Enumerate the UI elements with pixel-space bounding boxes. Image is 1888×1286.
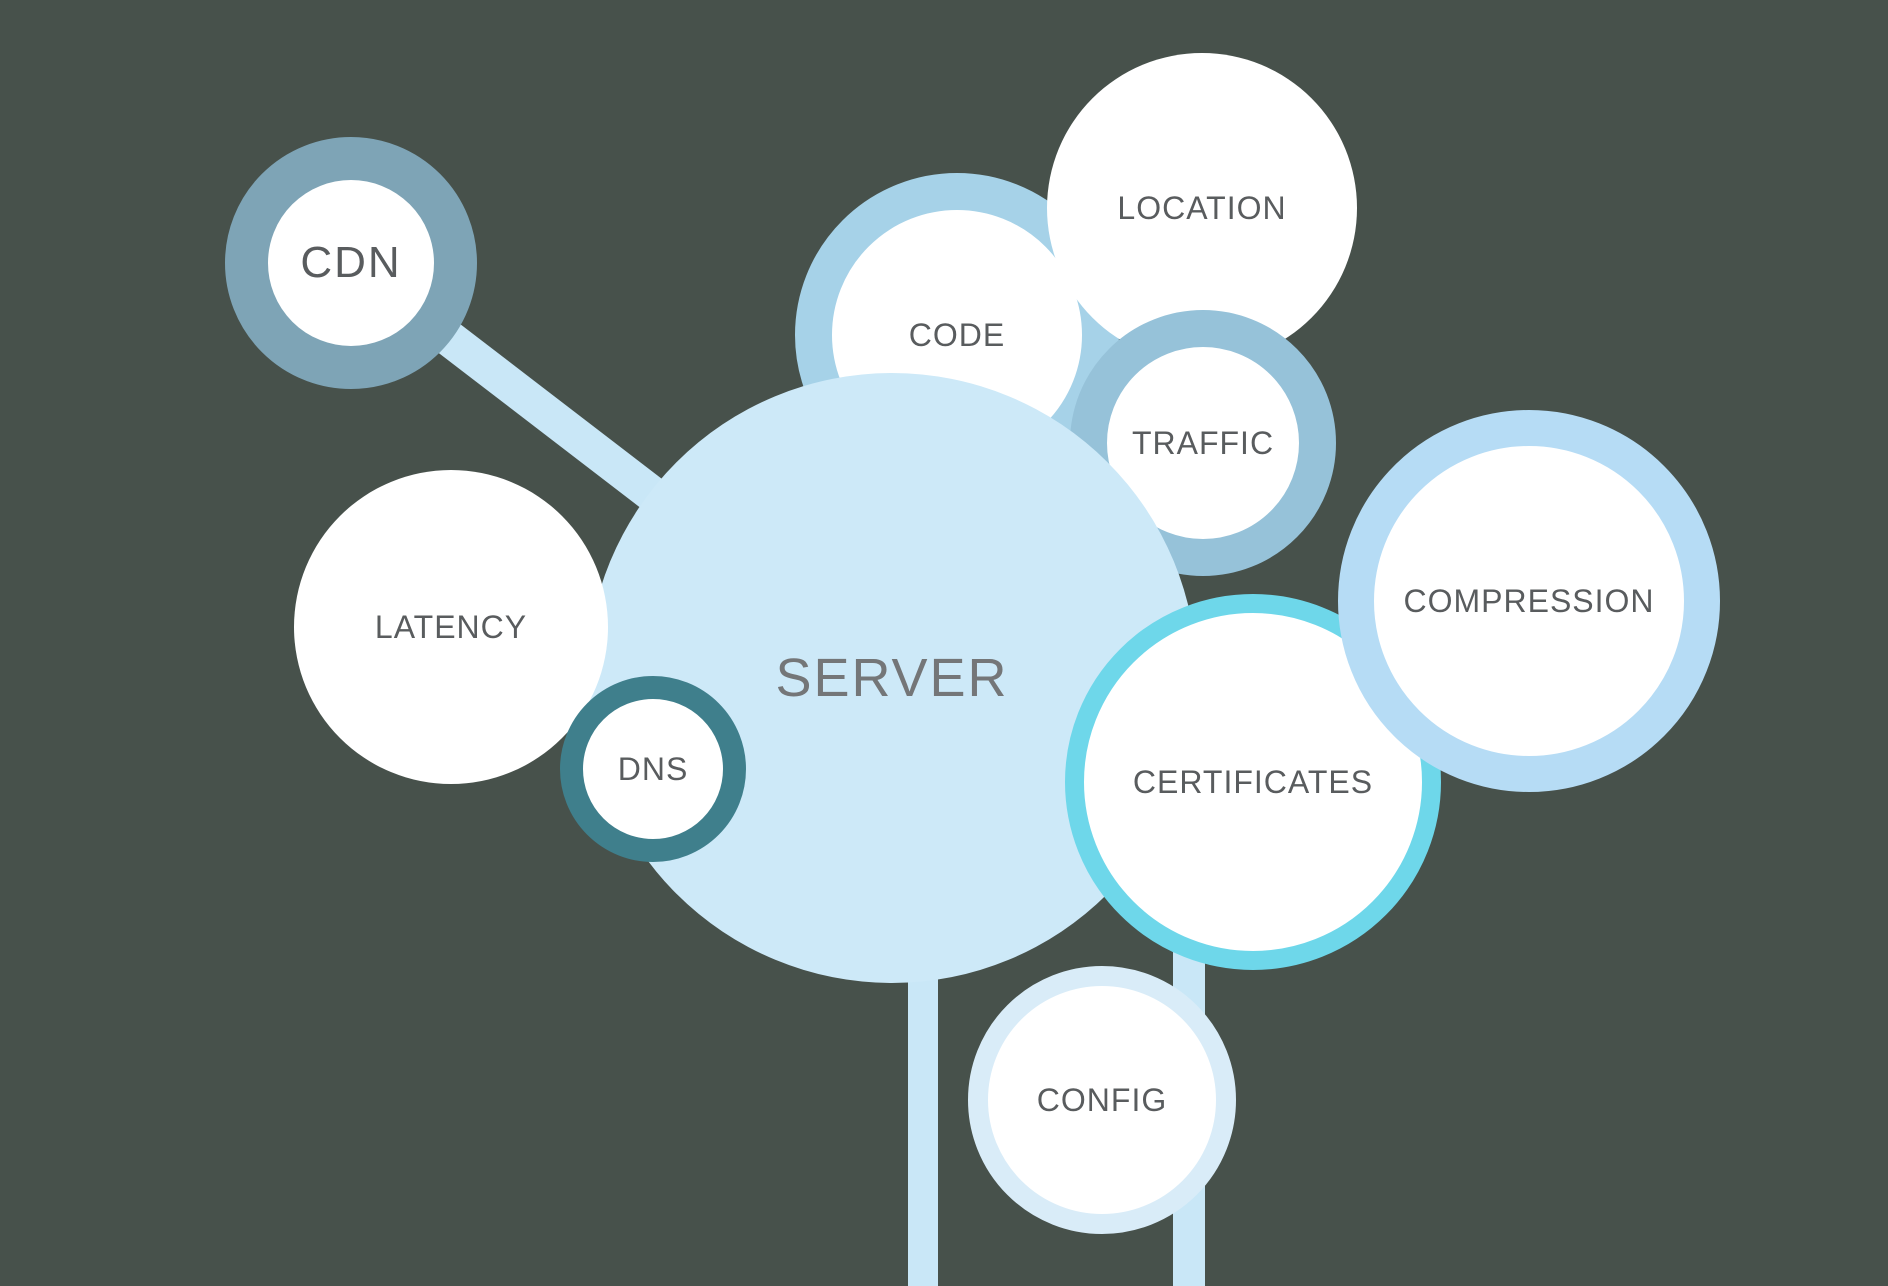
latency-label: LATENCY — [374, 608, 528, 645]
dns-node: DNS — [560, 676, 746, 862]
traffic-label: TRAFFIC — [1131, 424, 1275, 461]
location-node: LOCATION — [1047, 53, 1357, 363]
config-node: CONFIG — [968, 966, 1236, 1234]
compression-node: COMPRESSION — [1338, 410, 1720, 792]
code-label: CODE — [908, 316, 1006, 353]
server-label: SERVER — [775, 648, 1009, 708]
location-label: LOCATION — [1117, 189, 1287, 226]
certificates-label: CERTIFICATES — [1132, 763, 1374, 800]
dns-label: DNS — [617, 750, 689, 787]
cdn-node: CDN — [225, 137, 477, 389]
cdn-label: CDN — [300, 238, 402, 287]
compression-label: COMPRESSION — [1403, 582, 1655, 619]
latency-node: LATENCY — [294, 470, 608, 784]
config-label: CONFIG — [1036, 1081, 1168, 1118]
